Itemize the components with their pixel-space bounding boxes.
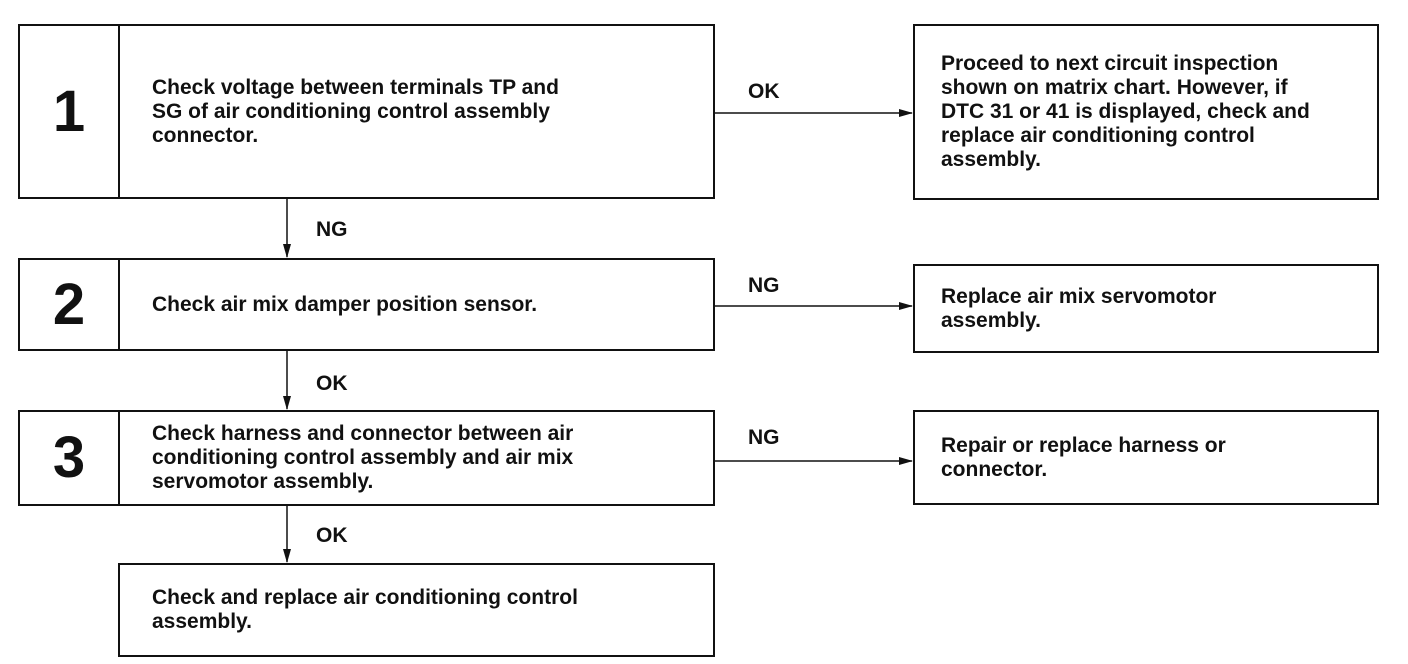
final-action-box: Check and replace air conditioning contr… [118,563,715,657]
result-2-box: Replace air mix servomotor assembly. [913,264,1379,353]
result-3-box: Repair or replace harness or connector. [913,410,1379,505]
step-1-text: Check voltage between terminals TP and S… [152,75,559,147]
step-3-number: 3 [20,412,120,504]
down-label-2: OK [316,372,348,395]
step-1-box: 1 Check voltage between terminals TP and… [18,24,715,199]
step-3-box: 3 Check harness and connector between ai… [18,410,715,506]
result-1-box: Proceed to next circuit inspection shown… [913,24,1379,200]
step-2-text: Check air mix damper position sensor. [152,292,538,316]
step-2-box: 2 Check air mix damper position sensor. [18,258,715,351]
result-1-text: Proceed to next circuit inspection shown… [941,52,1310,171]
final-action-text: Check and replace air conditioning contr… [152,586,578,633]
result-2-condition-label: NG [748,274,780,297]
result-3-condition-label: NG [748,426,780,449]
result-3-text: Repair or replace harness or connector. [941,433,1226,481]
result-2-text: Replace air mix servomotor assembly. [941,284,1217,332]
step-3-text: Check harness and connector between air … [152,422,574,493]
step-1-number: 1 [20,26,120,197]
down-label-1: NG [316,218,348,241]
down-label-3: OK [316,524,348,547]
result-1-condition-label: OK [748,80,780,103]
step-2-number: 2 [20,260,120,349]
